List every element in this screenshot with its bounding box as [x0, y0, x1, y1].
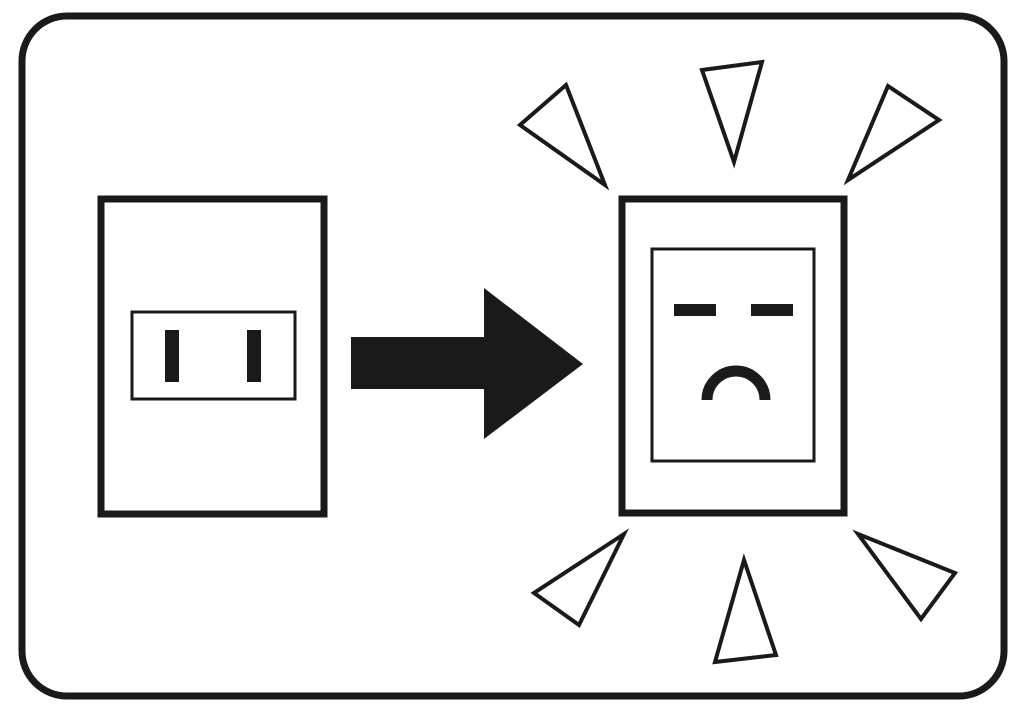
sad-outlet-face [650, 247, 816, 463]
left-eye [674, 304, 716, 316]
right-arrow-icon [351, 288, 583, 439]
sad-outlet-icon [618, 195, 848, 517]
right-eye [751, 304, 793, 316]
outlet-slot-right [247, 330, 261, 382]
outer-border [18, 12, 1008, 700]
burst-triangles [516, 59, 959, 665]
burst-triangle-icon [843, 82, 943, 186]
outlet-face [130, 310, 297, 401]
normal-outlet-icon [97, 195, 328, 518]
burst-triangle-icon [516, 81, 610, 191]
burst-triangle-icon [699, 59, 765, 169]
outlet-slot-left [165, 330, 179, 382]
frown-mouth [701, 365, 771, 401]
burst-triangle-icon [712, 553, 779, 665]
burst-triangle-icon [530, 528, 630, 628]
burst-triangle-icon [852, 529, 959, 623]
